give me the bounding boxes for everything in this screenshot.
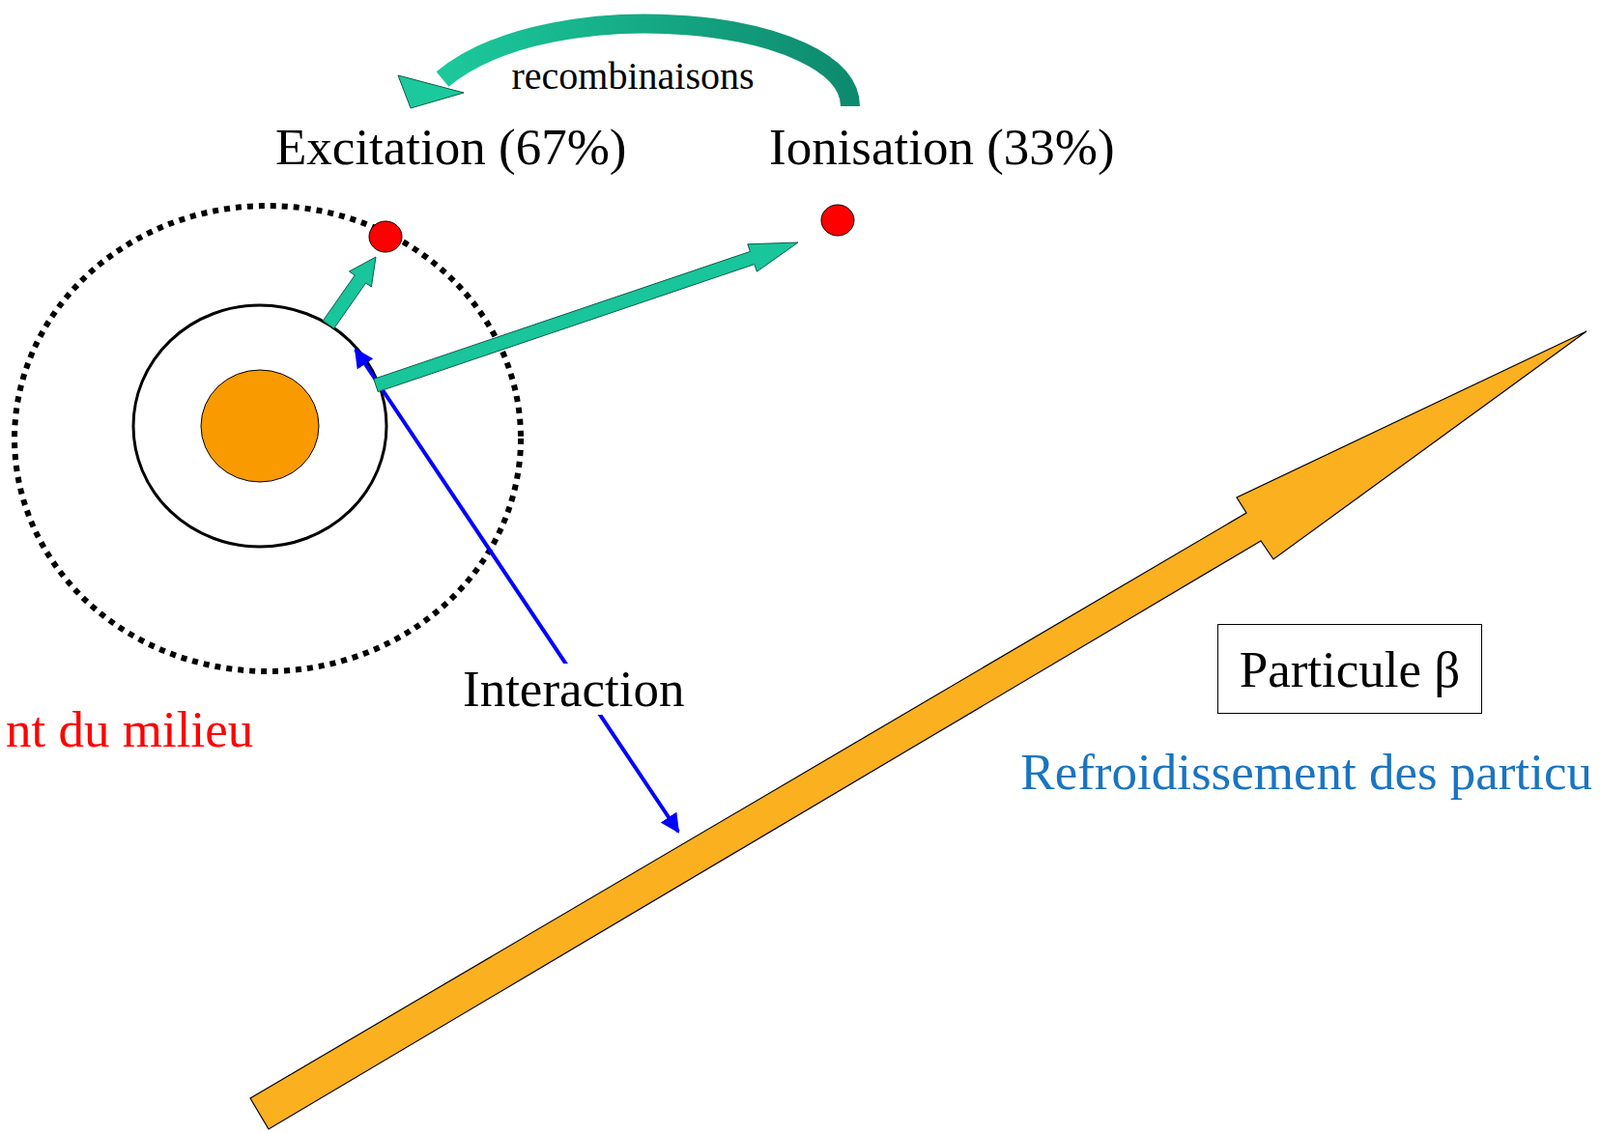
beta-arrow: [250, 331, 1587, 1130]
ionisation-arrow: [373, 242, 799, 393]
cooling-label: Refroidissement des particu: [1018, 746, 1595, 799]
excitation-arrow: [322, 257, 376, 329]
box-text: Particule β: [1239, 644, 1461, 696]
nucleus: [200, 370, 319, 483]
excited-electron: [369, 221, 402, 253]
recombination-arrowhead: [398, 75, 464, 109]
inner-shell: [133, 305, 387, 547]
interaction-arrow: [355, 349, 679, 832]
interaction-label: Interaction: [460, 663, 687, 715]
outer-shell: [14, 205, 521, 672]
text-box: Particule β: [1217, 624, 1484, 715]
ionisation-label: Ionisation (33%): [767, 121, 1117, 173]
excitation-label: Excitation (67%): [273, 121, 629, 173]
medium-label: nt du milieu: [3, 704, 256, 756]
recombination-arrow: [442, 24, 851, 107]
process-label: recombinaisons: [509, 57, 756, 96]
ejected-electron: [821, 204, 855, 236]
